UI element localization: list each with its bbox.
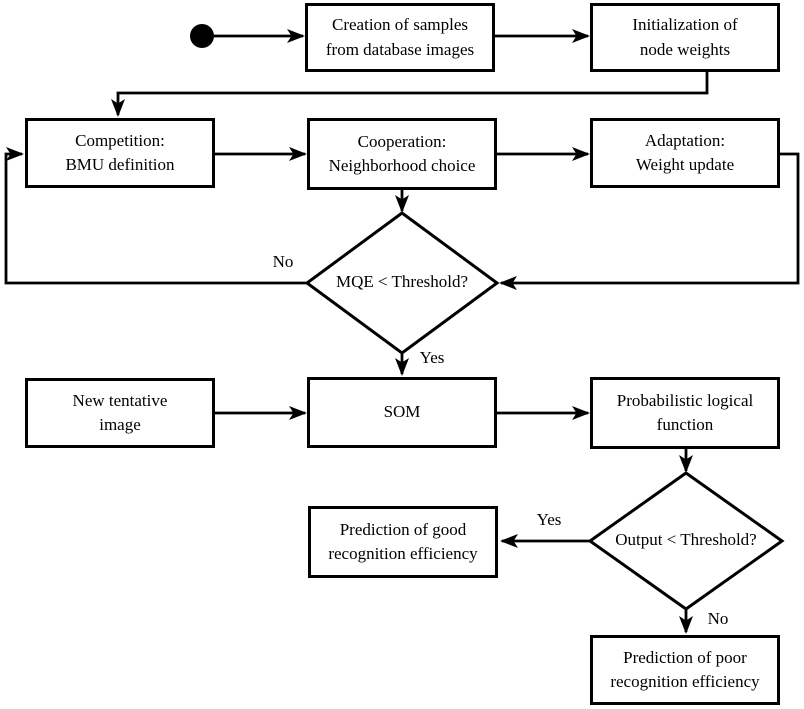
node-adaptation: Adaptation: Weight update xyxy=(590,118,780,188)
decision-mqe-shape xyxy=(304,211,500,355)
decision-output-label: Output < Threshold? xyxy=(615,530,757,549)
node-cooperation: Cooperation: Neighborhood choice xyxy=(307,118,497,190)
node-creation-of-samples: Creation of samples from database images xyxy=(305,3,495,72)
decision-mqe-label: MQE < Threshold? xyxy=(335,272,469,291)
node-som: SOM xyxy=(307,377,497,448)
node-new-tentative-image: New tentative image xyxy=(25,378,215,448)
node-competition: Competition: BMU definition xyxy=(25,118,215,188)
edge-mqe-no-to-competition xyxy=(4,147,307,285)
decision-output-shape xyxy=(587,471,785,611)
edge-adaptation-to-mqe-feedback xyxy=(499,152,800,290)
node-poor-prediction: Prediction of poor recognition efficienc… xyxy=(590,635,780,705)
edge-label-mqe-no: No xyxy=(272,252,294,271)
node-good-prediction: Prediction of good recognition efficienc… xyxy=(308,506,498,578)
edge-label-output-no: No xyxy=(707,609,729,628)
start-node-icon xyxy=(190,24,214,48)
edge-label-output-yes: Yes xyxy=(536,510,562,529)
edge-label-mqe-yes: Yes xyxy=(419,348,445,367)
edge-init-to-competition xyxy=(111,72,709,117)
node-initialization: Initialization of node weights xyxy=(590,3,780,72)
node-probabilistic-function: Probabilistic logical function xyxy=(590,377,780,449)
